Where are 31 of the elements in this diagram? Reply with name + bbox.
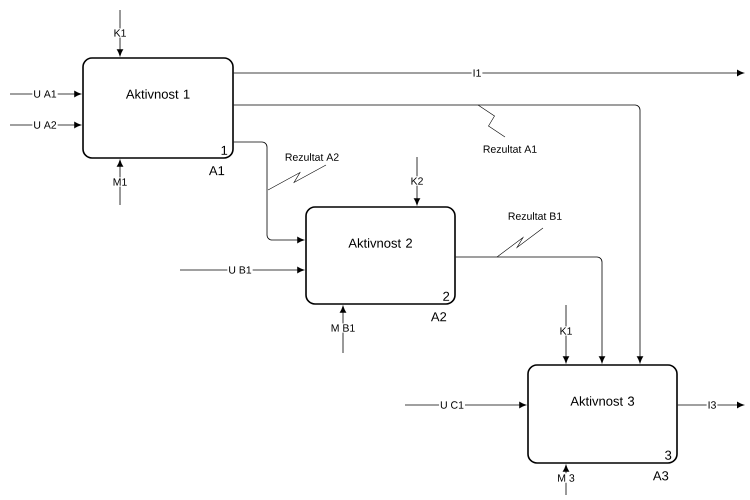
arrow [340,306,346,354]
edge-label: M 3 [558,474,574,482]
node-label: A1 [208,166,224,176]
node-label: A2 [430,312,446,322]
activity-box: Aktivnost 1 1 [82,57,234,159]
edge-label: U C1 [440,401,464,409]
arrow [562,464,570,496]
edge-label: K1 [114,29,126,37]
arrow [455,256,606,364]
edge-label: I1 [474,69,481,77]
arrow [116,10,124,56]
edge-label: Rezultat A2 [286,153,339,161]
arrow [233,142,304,244]
arrow [562,304,570,364]
arrow [233,104,644,364]
edge-label: U A2 [34,121,56,129]
activity-box: Aktivnost 2 2 [305,206,456,305]
arrow [116,160,124,206]
edge-label: M B1 [332,324,355,332]
edge-label: M1 [114,178,127,186]
edge-label: K1 [560,327,572,335]
edge-label: K2 [411,177,423,185]
edge-label: U B1 [229,266,252,274]
edge-label: I3 [708,401,716,409]
activity-box: Aktivnost 3 3 [527,364,678,464]
arrow [233,70,744,76]
edge-label: U A1 [34,90,56,98]
node-label: A3 [652,471,668,480]
edge-label: Rezultat A1 [484,145,537,153]
edge-label: Rezultat B1 [508,212,562,220]
arrow [414,156,420,206]
